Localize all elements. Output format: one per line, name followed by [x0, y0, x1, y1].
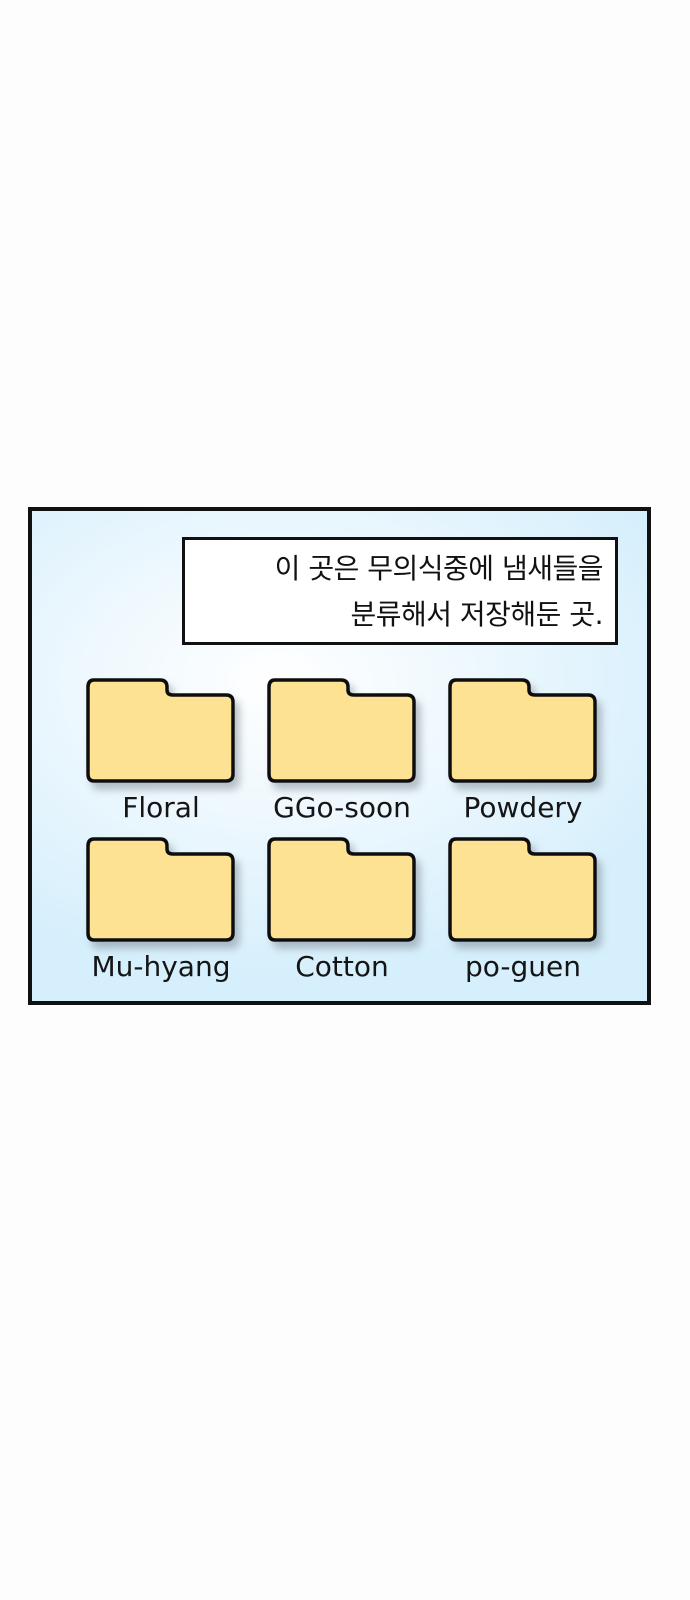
folder-label: po-guen	[464, 950, 582, 983]
folder-icon	[448, 837, 597, 942]
folder-icon	[86, 678, 235, 783]
caption-box: 이 곳은 무의식중에 냄새들을 분류해서 저장해둔 곳.	[182, 537, 618, 645]
scene-panel: 이 곳은 무의식중에 냄새들을 분류해서 저장해둔 곳. Floral GGo-…	[28, 507, 651, 1005]
folder-mu-hyang[interactable]: Mu-hyang	[86, 837, 236, 989]
folder-icon	[448, 678, 597, 783]
folder-label: Floral	[122, 791, 200, 824]
caption-line-2: 분류해서 저장해둔 곳.	[350, 598, 603, 631]
caption-line-1: 이 곳은 무의식중에 냄새들을	[274, 552, 604, 585]
folder-label: Mu-hyang	[91, 950, 231, 983]
folder-icon	[86, 837, 235, 942]
folder-icon	[267, 837, 416, 942]
folder-icon	[267, 678, 416, 783]
folder-ggo-soon[interactable]: GGo-soon	[267, 678, 417, 830]
folder-powdery[interactable]: Powdery	[448, 678, 598, 830]
folder-label: Powdery	[463, 791, 583, 824]
folder-po-guen[interactable]: po-guen	[448, 837, 598, 989]
folder-cotton[interactable]: Cotton	[267, 837, 417, 989]
folder-label: Cotton	[295, 950, 389, 983]
folder-label: GGo-soon	[273, 791, 411, 824]
folder-floral[interactable]: Floral	[86, 678, 236, 830]
